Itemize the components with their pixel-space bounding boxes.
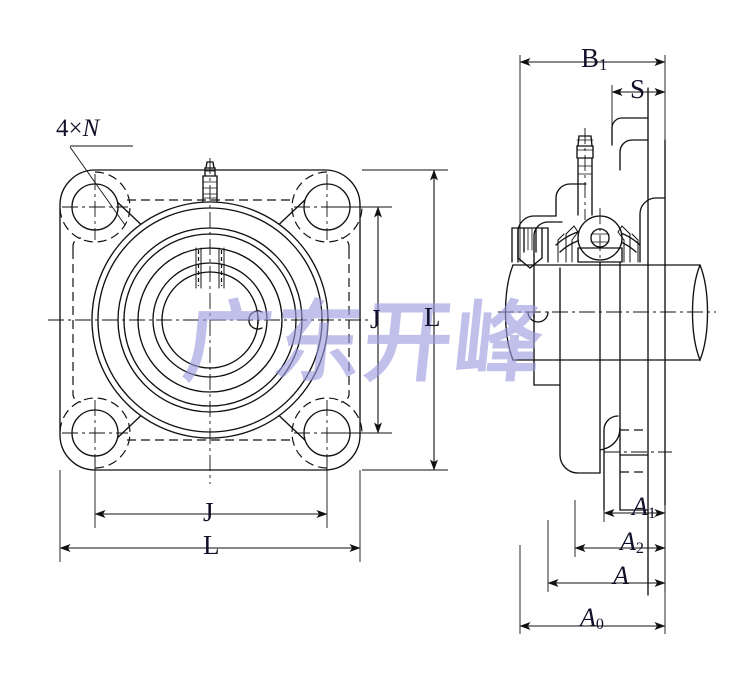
- set-screw-collar: [511, 227, 549, 269]
- label-4xN-count: 4: [56, 115, 69, 142]
- label-front-horizontal-L: L: [203, 530, 220, 560]
- side-view-geometry: [498, 87, 716, 596]
- label-side-A2: A2: [620, 529, 644, 557]
- grease-nipple-side: [576, 128, 594, 220]
- label-side-A2-base: A: [620, 527, 636, 556]
- label-4xN: 4×N: [56, 116, 99, 141]
- side-view-dimensions: [519, 55, 666, 634]
- label-side-B1-base: B: [581, 43, 600, 73]
- front-view-geometry: [48, 158, 372, 484]
- label-side-A1-sub: 1: [647, 504, 656, 522]
- label-side-A0: A0: [580, 605, 604, 633]
- bearing-seal-left: [557, 225, 579, 263]
- label-side-A: A: [613, 561, 629, 590]
- bearing-seal-right: [617, 225, 639, 263]
- label-side-A0-base: A: [580, 603, 596, 632]
- label-front-vertical-L: L: [424, 302, 441, 332]
- leader-line-4xn: [69, 146, 126, 226]
- front-view-dimensions: [59, 145, 448, 562]
- label-side-S: S: [630, 74, 646, 104]
- label-side-A1: A1: [632, 494, 656, 522]
- label-side-B1-sub: 1: [599, 55, 608, 74]
- label-4xN-symbol: N: [82, 115, 100, 142]
- bolt-hole-bottom-left: [59, 397, 131, 469]
- label-side-A0-sub: 0: [595, 615, 604, 633]
- label-side-A1-base: A: [632, 492, 648, 521]
- label-front-vertical-J: J: [370, 304, 381, 334]
- label-side-B1: B1: [581, 45, 607, 74]
- label-side-A2-sub: 2: [635, 539, 644, 557]
- label-4xN-times: ×: [68, 115, 83, 142]
- bolt-hole-top-left: [59, 171, 131, 243]
- label-front-horizontal-J: J: [203, 497, 214, 527]
